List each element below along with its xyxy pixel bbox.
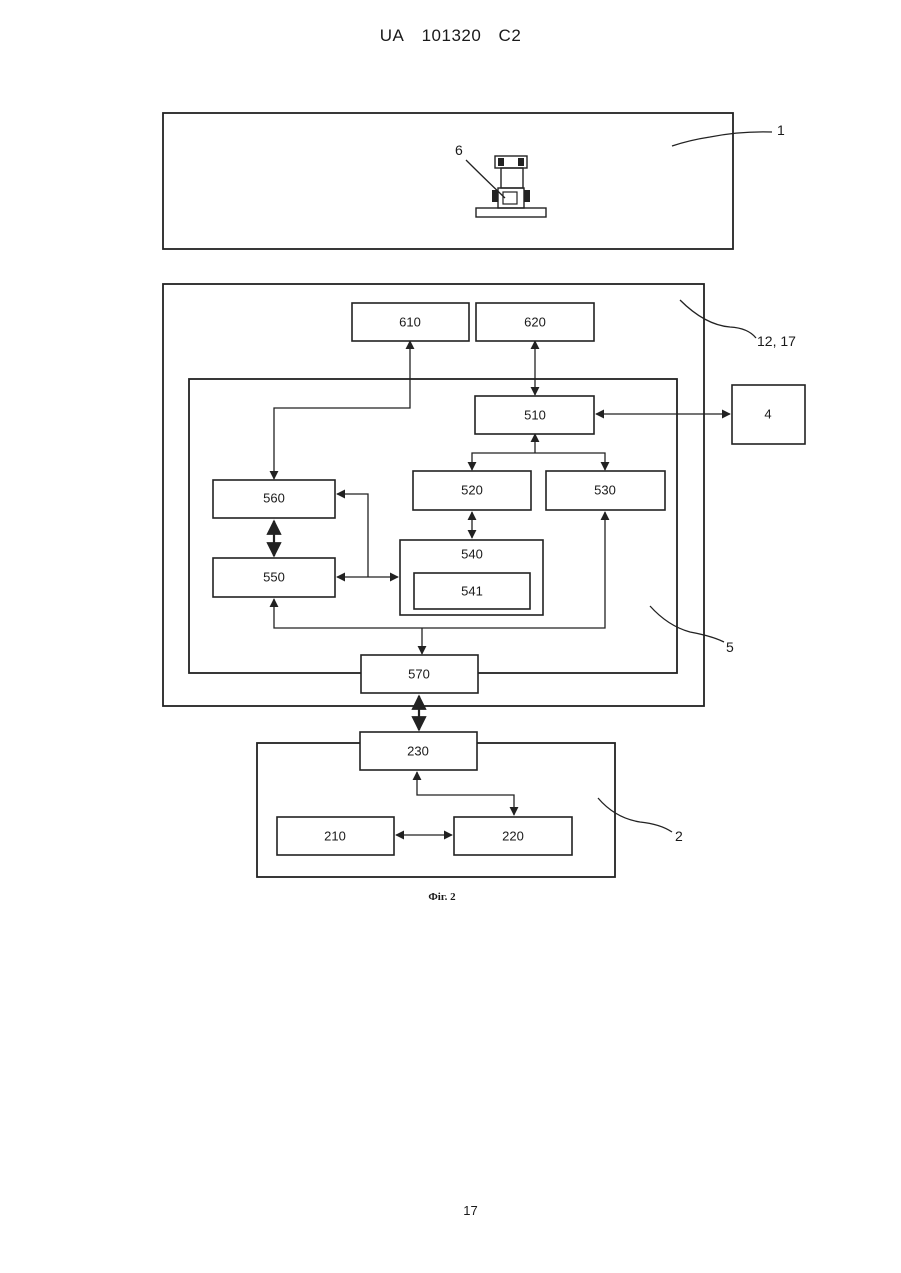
block-4-label: 4: [764, 406, 771, 421]
frame-5: [189, 379, 677, 673]
block-210-label: 210: [324, 828, 346, 843]
leader-12-17: [680, 300, 756, 338]
block-550-label: 550: [263, 569, 285, 584]
block-560-label: 560: [263, 490, 285, 505]
block-530-label: 530: [594, 482, 616, 497]
block-541-label: 541: [461, 583, 483, 598]
ref-6: 6: [455, 142, 463, 158]
block-610-label: 610: [399, 314, 421, 329]
link-610-560: [274, 341, 410, 479]
block-520-label: 520: [461, 482, 483, 497]
page-number: 17: [0, 1203, 901, 1218]
link-230-220: [417, 772, 514, 815]
device-6-icon: [476, 156, 546, 217]
link-bus-520-530: [472, 453, 605, 470]
figure-caption: Фіг. 2: [428, 891, 456, 903]
block-570-label: 570: [408, 666, 430, 681]
ref-2: 2: [675, 828, 683, 844]
block-230-label: 230: [407, 743, 429, 758]
block-540-label: 540: [461, 546, 483, 561]
ref-12-17: 12, 17: [757, 333, 796, 349]
leader-1: [672, 132, 772, 146]
link-560-540: [337, 494, 368, 577]
block-220-label: 220: [502, 828, 524, 843]
block-620-label: 620: [524, 314, 546, 329]
frame-1: [163, 113, 733, 249]
leader-2: [598, 798, 672, 832]
block-510-label: 510: [524, 407, 546, 422]
leader-5: [650, 606, 724, 642]
ref-1: 1: [777, 122, 785, 138]
ref-5: 5: [726, 639, 734, 655]
